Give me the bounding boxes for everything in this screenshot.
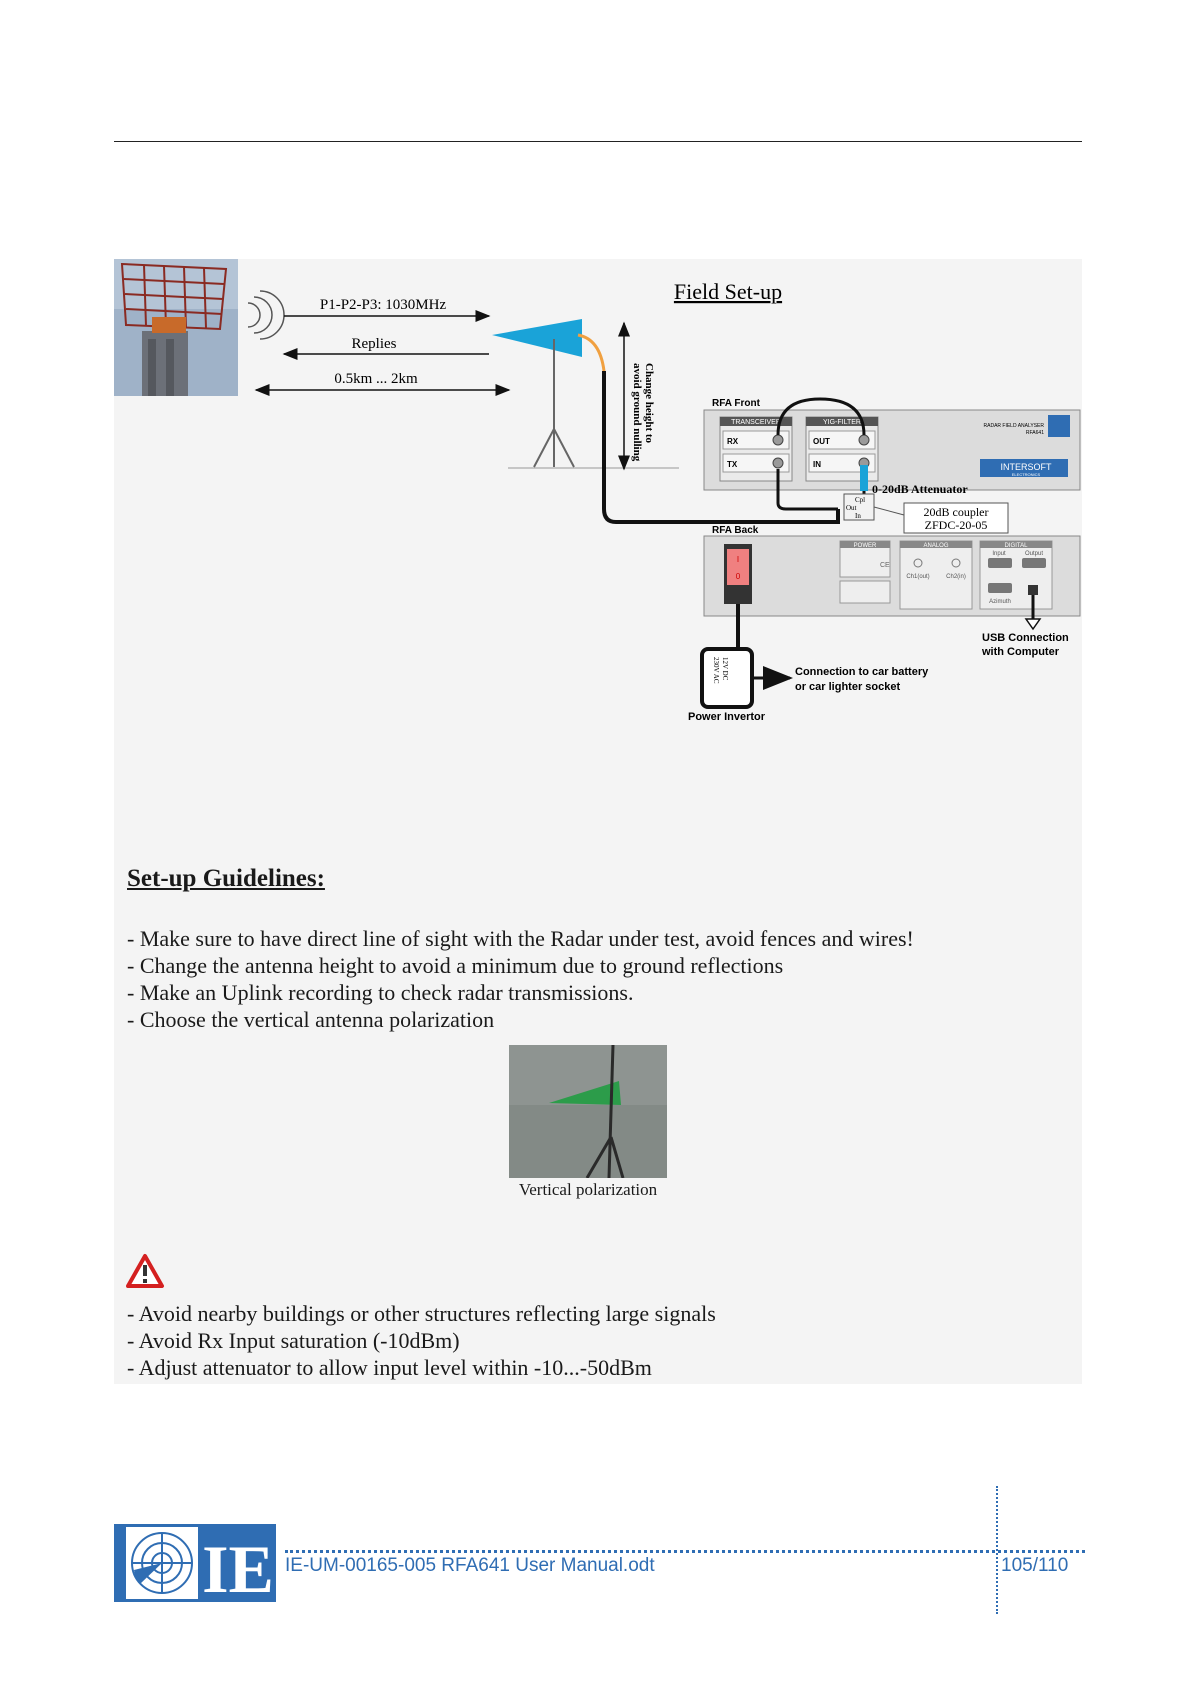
battery-line1: Connection to car battery — [795, 666, 929, 678]
coupler-cpl: Cpl — [855, 496, 865, 504]
input-label: Input — [992, 551, 1006, 557]
tx-connector — [772, 457, 784, 469]
usb-port — [1028, 585, 1038, 595]
ce-mark: CE — [880, 562, 890, 569]
warning-item: - Adjust attenuator to allow input level… — [127, 1355, 652, 1380]
company-logo: IE — [114, 1524, 276, 1607]
usb-line2: with Computer — [981, 646, 1060, 658]
input-port — [988, 558, 1012, 568]
device-model: RFA641 — [1026, 430, 1044, 436]
rx-connector — [772, 434, 784, 446]
azimuth-port — [988, 583, 1012, 593]
coupler-callout — [903, 502, 1009, 534]
footer-dotted-rule — [285, 1550, 1085, 1553]
tx-label: TX — [727, 460, 738, 469]
invertor-text2: 230V AC — [712, 657, 720, 684]
rfa-front-label: RFA Front — [712, 398, 761, 409]
distance-label: 0.5km ... 2km — [334, 371, 418, 387]
coupler-out: Out — [846, 504, 857, 512]
switch-off-label: 0 — [736, 572, 741, 581]
warnings-list: - Avoid nearby buildings or other struct… — [127, 1300, 716, 1381]
tx-coupler-cable — [776, 469, 838, 511]
field-antenna — [492, 319, 679, 469]
transceiver-label: TRANSCEIVER — [731, 419, 781, 426]
usb-arrow — [1024, 618, 1042, 631]
header-rule — [114, 141, 1082, 142]
yig-out-connector — [858, 434, 870, 446]
device-logo — [1048, 415, 1070, 437]
warning-item: - Avoid Rx Input saturation (-10dBm) — [127, 1328, 460, 1353]
logo-letters: IE — [202, 1531, 274, 1602]
guidelines-list: - Make sure to have direct line of sight… — [127, 925, 914, 1033]
guideline-item: - Change the antenna height to avoid a m… — [127, 953, 784, 978]
rx-yig-loop-cable — [776, 397, 866, 436]
brand-sub: ELECTRONICS — [1012, 472, 1041, 477]
height-note-line1: Change height to — [643, 363, 655, 444]
intersoft-badge — [980, 459, 1068, 477]
footer-page-number: 105/110 — [1001, 1555, 1069, 1576]
digital-label: DIGITAL — [1005, 543, 1029, 549]
coupler-in: In — [855, 512, 861, 520]
ch2-connector — [951, 558, 961, 568]
attenuator — [860, 465, 868, 491]
ch1-label: Ch1(out) — [906, 574, 929, 580]
content-panel: P1-P2-P3: 1030MHz Replies 0.5km ... 2km … — [114, 259, 1082, 1384]
ch2-label: Ch2(in) — [946, 574, 966, 580]
diagram-title: Field Set-up — [674, 279, 782, 304]
height-note-line2: avoid ground nulling — [631, 363, 643, 462]
out-label: OUT — [813, 437, 830, 446]
radio-waves-icon — [247, 290, 285, 340]
footer-document-name: IE-UM-00165-005 RFA641 User Manual.odt — [285, 1555, 655, 1576]
vertical-polarization-photo — [509, 1045, 667, 1178]
usb-line1: USB Connection — [982, 632, 1069, 644]
radar-photo — [114, 259, 238, 396]
antenna-cable — [602, 371, 840, 524]
invertor-label: Power Invertor — [688, 711, 766, 723]
output-port — [1022, 558, 1046, 568]
photo-caption: Vertical polarization — [518, 1180, 658, 1199]
warning-triangle-icon — [125, 1253, 165, 1289]
field-setup-diagram: P1-P2-P3: 1030MHz Replies 0.5km ... 2km … — [114, 259, 1081, 723]
replies-label: Replies — [352, 336, 397, 352]
power-invertor-box — [700, 647, 754, 709]
guideline-item: - Make sure to have direct line of sight… — [127, 926, 914, 951]
coupler-box — [843, 493, 875, 521]
ch1-connector — [913, 558, 923, 568]
footer-dotted-divider — [996, 1486, 998, 1614]
guideline-item: - Choose the vertical antenna polarizati… — [127, 1007, 495, 1032]
uplink-label: P1-P2-P3: 1030MHz — [320, 297, 447, 313]
rfa-back-label: RFA Back — [712, 525, 759, 536]
battery-line2: or car lighter socket — [795, 681, 900, 693]
coupler-line1: 20dB coupler — [924, 505, 989, 519]
device-name: RADAR FIELD ANALYSER — [984, 423, 1045, 429]
guidelines-title: Set-up Guidelines: — [127, 865, 325, 892]
brand-label: INTERSOFT — [1001, 462, 1053, 472]
attenuator-label: 0-20dB Attenuator — [872, 482, 968, 496]
azimuth-label: Azimuth — [989, 599, 1011, 605]
power-label: POWER — [854, 543, 877, 549]
switch-on-label: I — [737, 555, 739, 564]
yig-filter-label: YIG-FILTER — [823, 419, 861, 426]
rx-label: RX — [727, 437, 739, 446]
invertor-text1: 12V DC — [721, 657, 729, 681]
in-label: IN — [813, 460, 821, 469]
warning-item: - Avoid nearby buildings or other struct… — [127, 1301, 716, 1326]
guideline-item: - Make an Uplink recording to check rada… — [127, 980, 634, 1005]
analog-label: ANALOG — [923, 543, 948, 549]
coupler-line2: ZFDC-20-05 — [925, 518, 988, 532]
output-label: Output — [1025, 551, 1043, 557]
